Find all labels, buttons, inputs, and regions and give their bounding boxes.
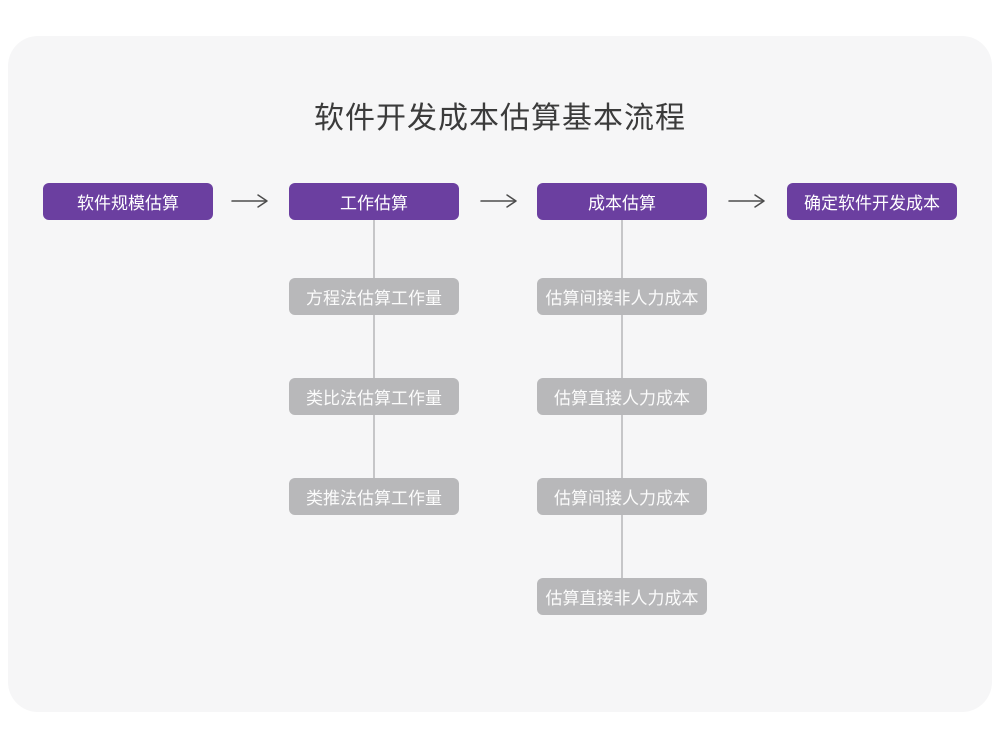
arrow-right-icon bbox=[480, 194, 517, 208]
sub-node-direct-nonlabor-cost: 估算直接非人力成本 bbox=[537, 578, 707, 615]
diagram-title: 软件开发成本估算基本流程 bbox=[314, 102, 686, 135]
flow-node-cost-estimation: 成本估算 bbox=[537, 183, 707, 220]
sub-node-direct-labor-cost: 估算直接人力成本 bbox=[537, 378, 707, 415]
sub-node-analogy-method: 类比法估算工作量 bbox=[289, 378, 459, 415]
arrow-right-icon bbox=[728, 194, 765, 208]
flowchart-card bbox=[8, 36, 992, 712]
flow-node-work-estimation: 工作估算 bbox=[289, 183, 459, 220]
sub-node-indirect-labor-cost: 估算间接人力成本 bbox=[537, 478, 707, 515]
flow-node-determine-dev-cost: 确定软件开发成本 bbox=[787, 183, 957, 220]
sub-node-equation-method: 方程法估算工作量 bbox=[289, 278, 459, 315]
connector-line-work-estimation bbox=[373, 219, 375, 497]
arrow-right-icon bbox=[231, 194, 268, 208]
flow-node-software-scale-estimation: 软件规模估算 bbox=[43, 183, 213, 220]
sub-node-indirect-nonlabor-cost: 估算间接非人力成本 bbox=[537, 278, 707, 315]
sub-node-deduction-method: 类推法估算工作量 bbox=[289, 478, 459, 515]
